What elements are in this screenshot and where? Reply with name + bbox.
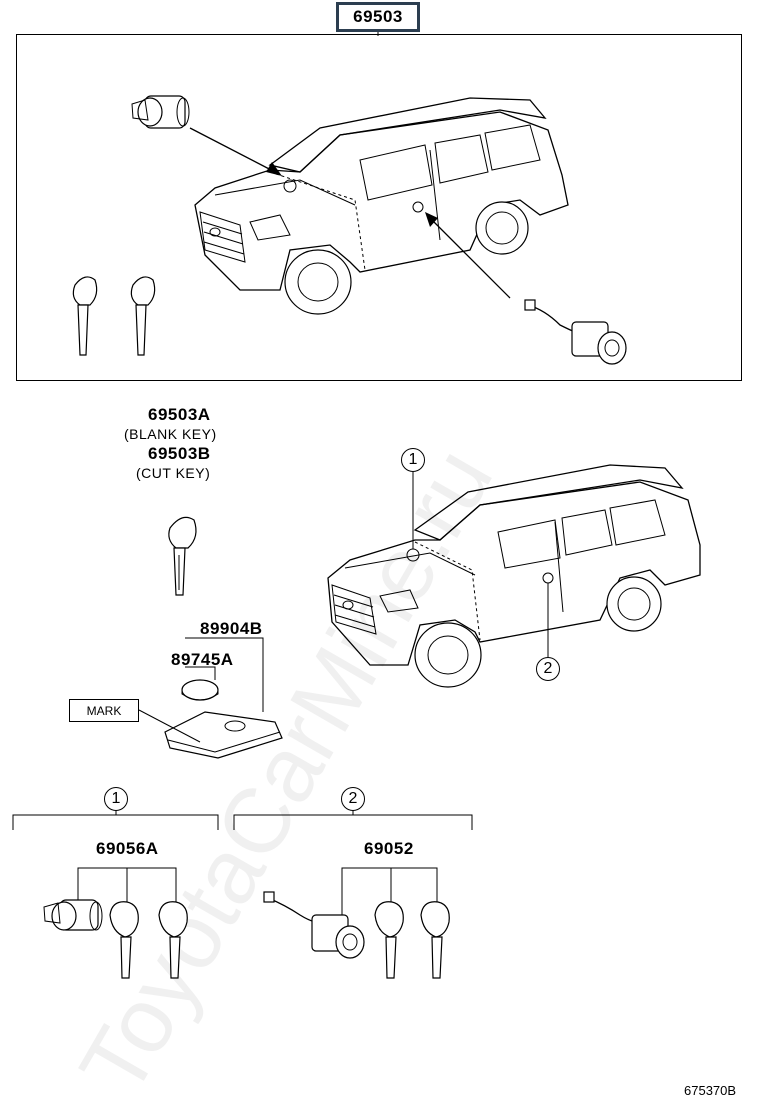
set-two-keys-illustration — [374, 901, 450, 979]
set-one-marker: 1 — [104, 787, 128, 811]
main-part-number: 69503 — [353, 7, 403, 26]
top-keys-illustration — [72, 276, 156, 356]
top-door-lock-illustration — [524, 299, 627, 365]
cut-key-label: (CUT KEY) — [136, 465, 211, 481]
set-two-marker: 2 — [341, 787, 365, 811]
set-one-lock-cylinder-illustration — [43, 899, 103, 931]
remote-key-body-illustration — [164, 711, 283, 759]
illustration-code: 675370B — [684, 1083, 737, 1098]
top-assembly-frame — [16, 34, 742, 381]
top-vehicle-illustration — [189, 97, 569, 315]
callout-one-number: 1 — [408, 451, 418, 468]
callout-two-number: 2 — [543, 660, 553, 677]
main-part-number-box: 69503 — [336, 2, 420, 32]
mark-label-box: MARK — [69, 699, 139, 722]
hood-lock-cylinder-illustration — [131, 95, 190, 129]
blank-key-part-number: 69503A — [148, 405, 211, 424]
mark-label: MARK — [86, 703, 122, 718]
set-two-door-lock-illustration — [263, 891, 365, 959]
callout-one: 1 — [401, 448, 425, 472]
remote-assembly-part-number: 89904B — [200, 619, 263, 638]
set-two-part-number: 69052 — [364, 839, 414, 858]
cut-key-part-number: 69503B — [148, 444, 211, 463]
battery-part-number: 89745A — [171, 650, 234, 669]
middle-vehicle-illustration — [327, 464, 701, 688]
single-key-illustration — [168, 516, 197, 596]
callout-two: 2 — [536, 657, 560, 681]
set-two-marker-number: 2 — [348, 790, 358, 807]
blank-key-label: (BLANK KEY) — [124, 426, 217, 442]
set-one-keys-illustration — [109, 901, 188, 979]
set-one-marker-number: 1 — [111, 790, 121, 807]
set-one-part-number: 69056A — [96, 839, 159, 858]
